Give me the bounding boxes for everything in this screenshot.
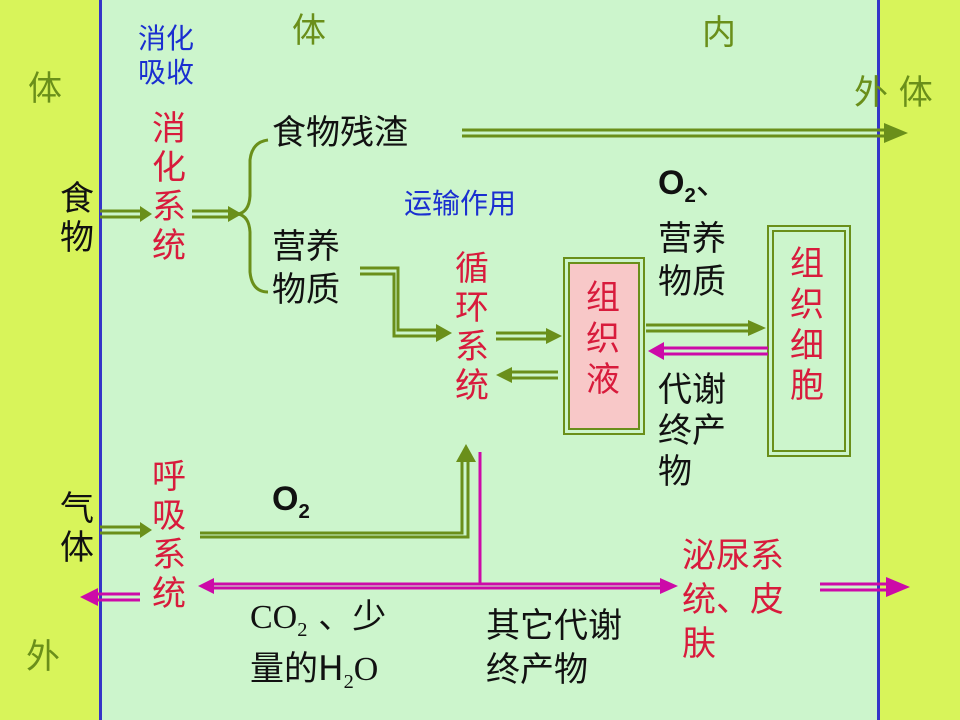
tissue-fluid-box	[563, 257, 645, 435]
label-wai-left: 外	[26, 637, 60, 677]
label-co2: CO2 、少	[250, 597, 387, 641]
label-other-waste: 其它代谢 终产物	[486, 606, 622, 691]
label-metabolic-waste: 代谢 终产 物	[658, 370, 726, 492]
label-o2-supply: O2、	[658, 163, 730, 207]
co2-arrow	[214, 582, 480, 590]
label-food: 食 物	[60, 179, 94, 259]
label-digestive-system: 消 化 系 统	[152, 109, 186, 267]
label-ti-top: 体	[292, 11, 326, 51]
label-tissue-cells: 组 织 细 胞	[790, 244, 824, 407]
label-respiratory-system: 呼 吸 系 统	[152, 457, 186, 615]
body-boundary-right	[877, 0, 880, 720]
exhale-arrow	[96, 592, 140, 602]
circ-to-fluid-arrow	[496, 331, 546, 341]
label-nei: 内	[702, 13, 736, 53]
o2-arrow	[200, 460, 470, 539]
label-nutrients: 营养 物质	[272, 227, 340, 310]
label-urinary-skin: 泌尿系 统、皮 肤	[682, 536, 784, 665]
gas-arrow	[100, 525, 140, 535]
label-tissue-fluid: 组 织 液	[586, 278, 620, 400]
label-o2-nutrients: 营养 物质	[658, 219, 726, 302]
excrete-arrow	[820, 582, 890, 592]
label-wai-ti-right: 外 体	[854, 73, 933, 113]
other-waste-arrow	[480, 582, 660, 590]
split-brace	[237, 138, 269, 294]
label-o2: O2	[272, 480, 310, 523]
label-food-residue: 食物残渣	[272, 113, 408, 153]
label-circulatory-system: 循 环 系 统	[455, 249, 489, 407]
fluid-to-circ-arrow	[512, 370, 558, 380]
label-water: 量的H2O	[250, 649, 379, 693]
food-arrow	[100, 209, 140, 219]
residue-arrow	[462, 128, 888, 138]
tissue-cells-box	[767, 225, 851, 457]
digest-to-brace-arrow	[192, 209, 228, 219]
fluid-to-cells-arrow	[646, 323, 748, 333]
label-transport: 运输作用	[404, 187, 517, 220]
body-boundary-left	[99, 0, 102, 720]
body-interior-panel	[100, 0, 878, 720]
label-gas: 气 体	[60, 489, 94, 569]
nutrients-arrow	[360, 266, 436, 338]
label-ti-left: 体	[28, 69, 62, 109]
label-digest-absorb: 消化 吸收	[138, 22, 195, 90]
waste-to-fluid-arrow	[664, 346, 768, 356]
